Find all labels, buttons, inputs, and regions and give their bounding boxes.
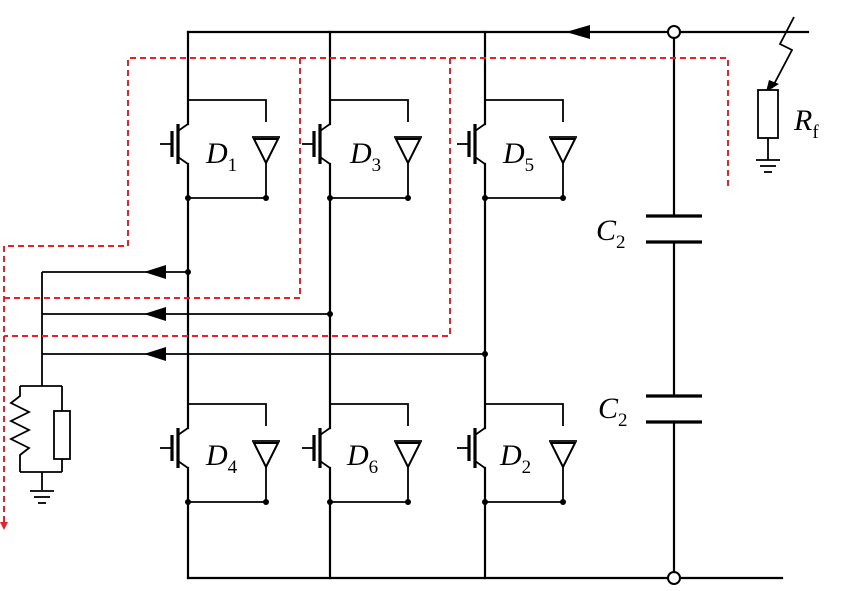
label-rf: Rf — [793, 104, 819, 143]
label-d2: D2 — [499, 439, 531, 478]
top-terminal — [667, 25, 681, 39]
label-c2-lower: C2 — [598, 392, 628, 431]
switch-d5 — [457, 99, 577, 201]
switch-d1 — [160, 99, 280, 201]
current-arrow-top — [566, 25, 590, 39]
label-d3: D3 — [349, 137, 381, 176]
ground-icon — [30, 490, 54, 504]
switch-d6 — [302, 403, 422, 505]
phase-leg-wires — [186, 30, 487, 580]
fault-ground-icon — [756, 159, 780, 173]
load-impedance — [8, 385, 71, 490]
fault-resistor — [757, 89, 779, 160]
fault-current-path — [0, 57, 729, 530]
switch-d3 — [302, 99, 422, 201]
phase-output-wires — [41, 265, 488, 386]
bottom-terminal — [667, 571, 681, 585]
switch-d2 — [457, 403, 577, 505]
label-d5: D5 — [502, 137, 534, 176]
switch-d4 — [160, 403, 280, 505]
label-c2-upper: C2 — [596, 214, 626, 253]
label-d1: D1 — [205, 137, 237, 176]
capacitor-stack — [646, 36, 702, 574]
label-d6: D6 — [346, 439, 378, 478]
label-d4: D4 — [205, 439, 238, 478]
fault-lightning-icon — [766, 16, 795, 92]
